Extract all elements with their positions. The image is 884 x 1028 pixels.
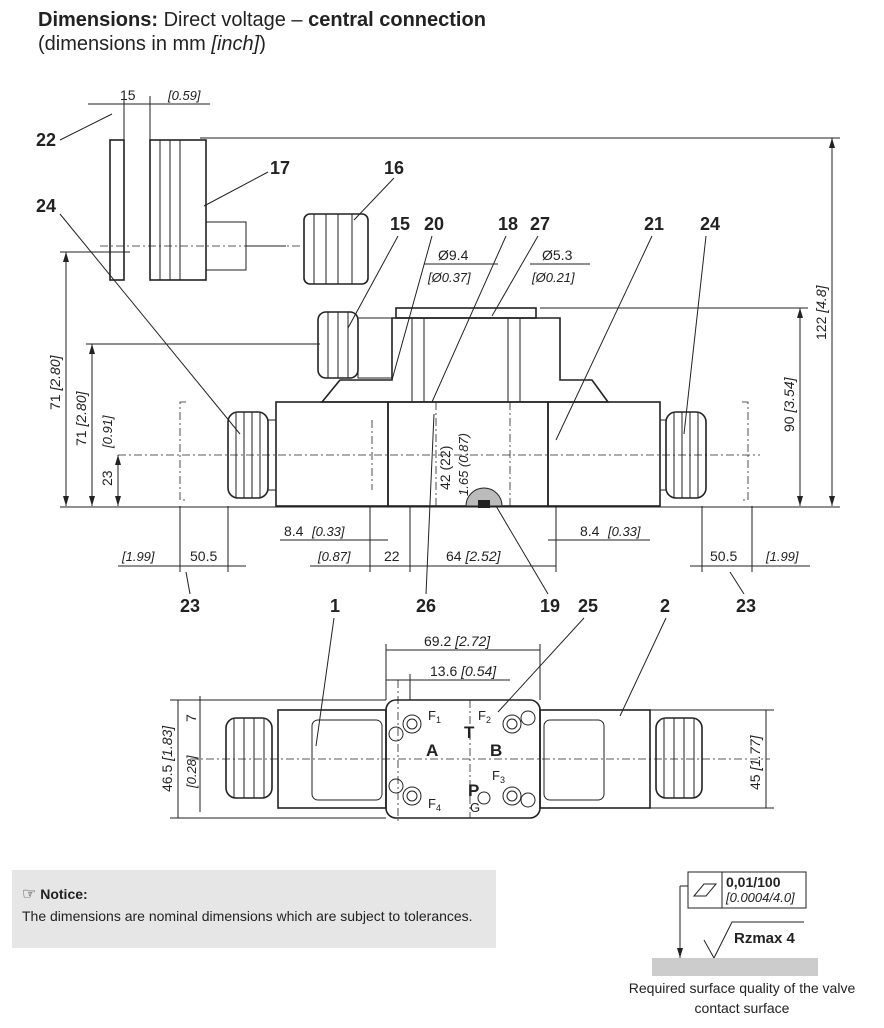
svg-text:P: P — [468, 781, 479, 800]
svg-text:18: 18 — [498, 214, 518, 234]
svg-text:2: 2 — [660, 596, 670, 616]
svg-text:21: 21 — [644, 214, 664, 234]
svg-text:26: 26 — [416, 596, 436, 616]
page-title: Dimensions: Direct voltage – central con… — [38, 9, 486, 55]
flatness-value-inch: [0.0004/4.0] — [726, 890, 795, 905]
svg-text:[0.33]: [0.33] — [311, 524, 345, 539]
svg-text:1.65 (0.87): 1.65 (0.87) — [456, 433, 471, 496]
notice-body: The dimensions are nominal dimensions wh… — [22, 908, 473, 924]
svg-text:1: 1 — [330, 596, 340, 616]
roughness-value: Rzmax 4 — [734, 930, 795, 947]
svg-text:23: 23 — [736, 596, 756, 616]
svg-text:A: A — [426, 741, 438, 760]
svg-text:17: 17 — [270, 158, 290, 178]
svg-text:8.4: 8.4 — [580, 523, 600, 539]
svg-text:15: 15 — [120, 87, 136, 103]
svg-text:[0.28]: [0.28] — [184, 755, 199, 789]
svg-text:[Ø0.21]: [Ø0.21] — [531, 270, 575, 285]
svg-text:13.6 [0.54]: 13.6 [0.54] — [430, 663, 497, 679]
notice-box: ☞ Notice: The dimensions are nominal dim… — [12, 870, 496, 948]
svg-text:50.5: 50.5 — [710, 548, 737, 564]
svg-text:23: 23 — [180, 596, 200, 616]
svg-text:[0.87]: [0.87] — [317, 549, 351, 564]
svg-text:F4: F4 — [428, 796, 441, 813]
svg-text:G: G — [470, 800, 480, 815]
svg-text:Ø9.4: Ø9.4 — [438, 247, 469, 263]
svg-text:7: 7 — [183, 714, 199, 722]
svg-text:[Ø0.37]: [Ø0.37] — [427, 270, 471, 285]
svg-text:27: 27 — [530, 214, 550, 234]
svg-text:24: 24 — [700, 214, 720, 234]
svg-text:71 [2.80]: 71 [2.80] — [73, 390, 89, 446]
svg-text:Ø5.3: Ø5.3 — [542, 247, 573, 263]
svg-text:90 [3.54]: 90 [3.54] — [781, 376, 797, 432]
svg-text:F3: F3 — [492, 768, 505, 785]
svg-text:22: 22 — [36, 130, 56, 150]
svg-text:23: 23 — [99, 470, 115, 486]
svg-text:B: B — [490, 741, 502, 760]
pointing-hand-icon: ☞ — [22, 886, 37, 903]
svg-text:22: 22 — [384, 548, 400, 564]
svg-text:[0.91]: [0.91] — [100, 415, 115, 449]
svg-text:19: 19 — [540, 596, 560, 616]
svg-text:T: T — [464, 723, 475, 742]
svg-text:F2: F2 — [478, 708, 491, 725]
svg-text:[0.33]: [0.33] — [607, 524, 641, 539]
svg-text:122 [4.8]: 122 [4.8] — [813, 284, 829, 340]
svg-text:71 [2.80]: 71 [2.80] — [47, 354, 63, 410]
notice-heading: ☞ Notice: — [22, 886, 88, 903]
flatness-value: 0,01/100 — [726, 874, 781, 890]
svg-text:25: 25 — [578, 596, 598, 616]
svg-text:64 [2.52]: 64 [2.52] — [446, 548, 502, 564]
svg-text:[0.59]: [0.59] — [167, 88, 201, 103]
svg-text:16: 16 — [384, 158, 404, 178]
svg-text:[1.99]: [1.99] — [121, 549, 155, 564]
svg-text:F1: F1 — [428, 708, 441, 725]
svg-text:42 (22): 42 (22) — [437, 446, 453, 490]
svg-text:[1.99]: [1.99] — [765, 549, 799, 564]
svg-text:46.5 [1.83]: 46.5 [1.83] — [159, 725, 175, 792]
svg-text:69.2 [2.72]: 69.2 [2.72] — [424, 633, 491, 649]
svg-text:20: 20 — [424, 214, 444, 234]
svg-text:50.5: 50.5 — [190, 548, 217, 564]
svg-text:24: 24 — [36, 196, 56, 216]
surface-caption: Required surface quality of the valve co… — [628, 980, 856, 1016]
svg-text:8.4: 8.4 — [284, 523, 304, 539]
svg-text:45 [1.77]: 45 [1.77] — [747, 734, 763, 790]
svg-text:15: 15 — [390, 214, 410, 234]
